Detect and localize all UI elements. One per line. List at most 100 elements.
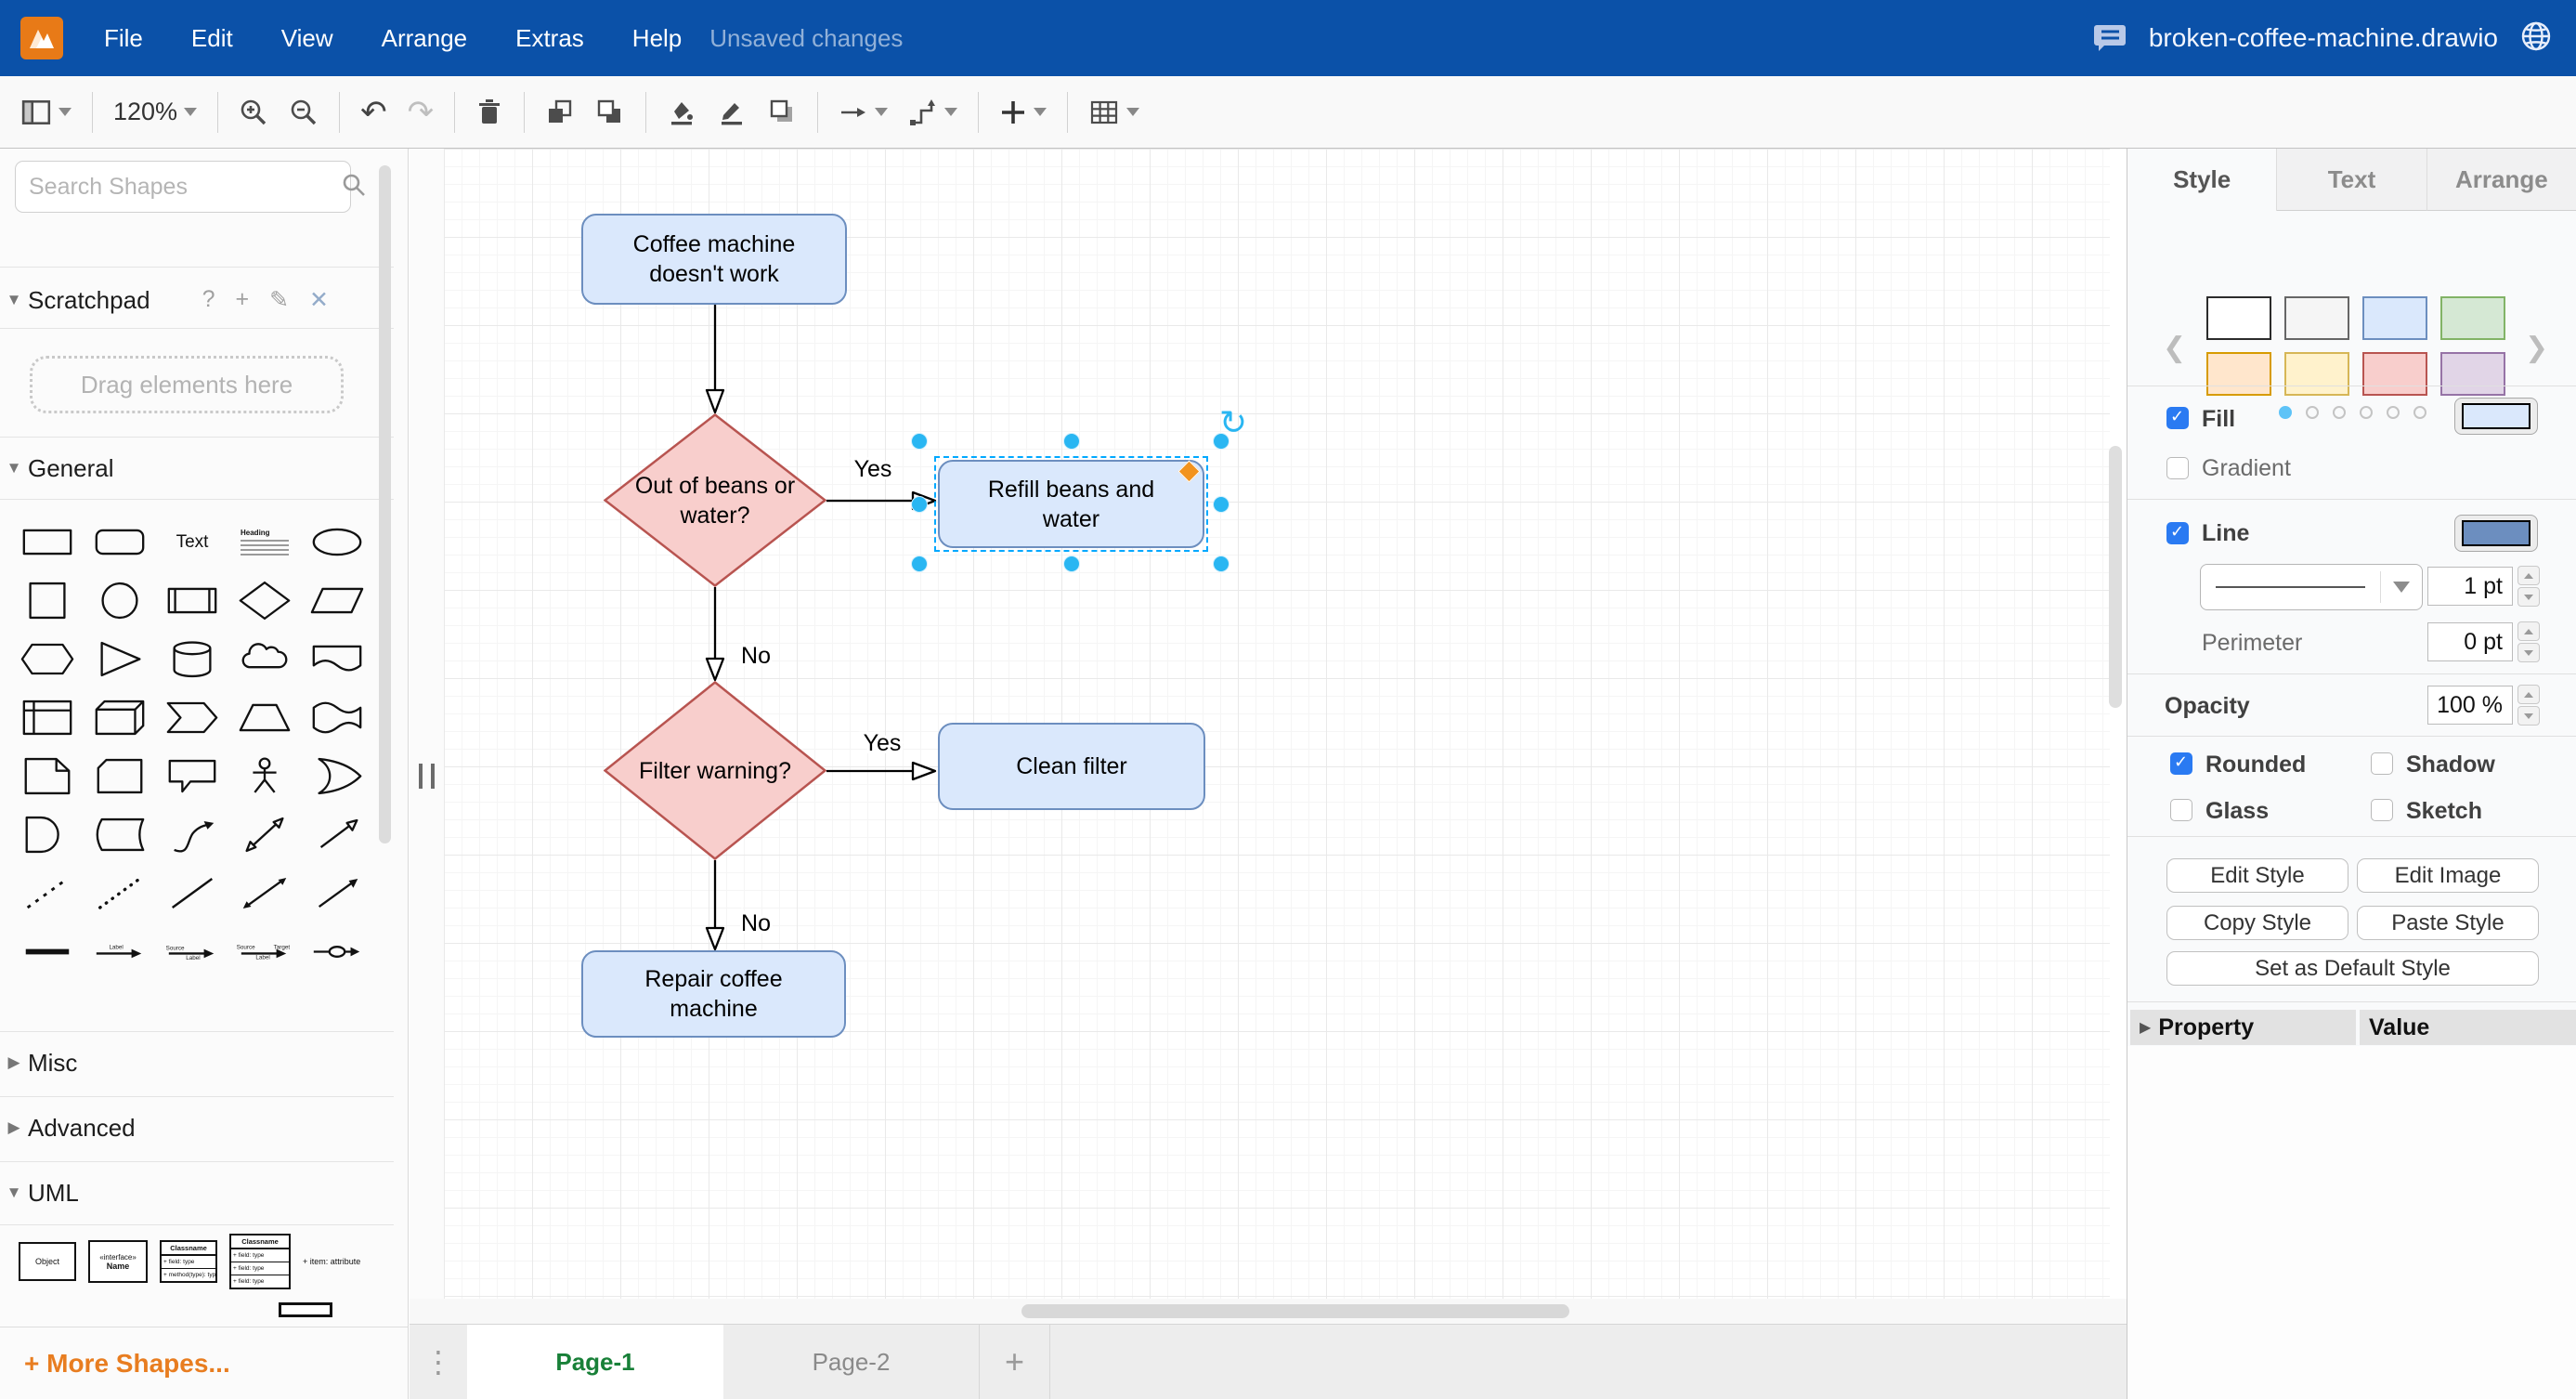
style-preset-5[interactable] — [2206, 352, 2271, 396]
document-filename[interactable]: broken-coffee-machine.drawio — [2148, 23, 2498, 52]
zoom-in-button[interactable] — [235, 94, 272, 131]
node-beans[interactable]: Out of beans or water? — [604, 413, 826, 587]
selection-handle[interactable] — [911, 433, 928, 450]
shape-connector-symbol[interactable] — [301, 922, 373, 981]
shape-internal-storage[interactable] — [11, 688, 84, 747]
uml-interface[interactable]: «interface»Name — [88, 1240, 148, 1283]
zoom-level-dropdown[interactable]: 120% — [110, 94, 201, 130]
style-preset-1[interactable] — [2206, 296, 2271, 340]
shape-callout[interactable] — [156, 747, 228, 805]
uml-object[interactable]: Object — [19, 1242, 76, 1281]
search-icon[interactable] — [341, 172, 367, 203]
shape-cloud[interactable] — [228, 630, 301, 688]
redo-button[interactable]: ↷ — [407, 94, 435, 130]
scratchpad-help-icon[interactable]: ? — [202, 286, 215, 312]
shadow-button[interactable] — [763, 94, 800, 131]
zoom-out-button[interactable] — [285, 94, 322, 131]
swatch-page-dot-6[interactable] — [2413, 406, 2426, 419]
uml-class2[interactable]: Classname+ field: type+ field: type+ fie… — [229, 1234, 291, 1289]
shape-square[interactable] — [11, 571, 84, 630]
shape-document[interactable] — [301, 630, 373, 688]
fill-color-swatch[interactable] — [2454, 398, 2538, 435]
selection-handle[interactable] — [1213, 495, 1229, 513]
shape-cylinder[interactable] — [156, 630, 228, 688]
to-front-button[interactable] — [541, 94, 579, 131]
copy-style-button[interactable]: Copy Style — [2166, 906, 2348, 940]
shape-dashed-line[interactable] — [11, 864, 84, 922]
page-tab-page-1[interactable]: Page-1 — [467, 1325, 723, 1399]
line-color-swatch[interactable] — [2454, 515, 2538, 552]
swatch-page-dot-1[interactable] — [2278, 406, 2292, 419]
search-shapes-input[interactable] — [16, 173, 341, 201]
menu-file[interactable]: File — [104, 23, 143, 52]
style-preset-4[interactable] — [2440, 296, 2505, 340]
node-refill[interactable]: Refill beans and water — [938, 460, 1204, 548]
menu-help[interactable]: Help — [631, 23, 683, 52]
shape-curve[interactable] — [156, 805, 228, 864]
shape-circle[interactable] — [84, 571, 156, 630]
selection-handle[interactable] — [1062, 556, 1080, 572]
edge-label-yes[interactable]: Yes — [861, 727, 904, 759]
line-style-dropdown[interactable] — [2200, 564, 2423, 610]
opacity-field[interactable]: 100 % — [2427, 686, 2513, 725]
shape-actor[interactable] — [228, 747, 301, 805]
shape-arrow[interactable] — [301, 805, 373, 864]
uml-class[interactable]: Classname+ field: type+ method(type): ty… — [160, 1240, 217, 1283]
shape-text[interactable]: Text — [176, 531, 209, 552]
property-column-header[interactable]: ▶ Property — [2130, 1010, 2356, 1045]
menu-extras[interactable]: Extras — [515, 23, 584, 52]
swatch-page-dot-2[interactable] — [2305, 406, 2319, 419]
perimeter-field[interactable]: 0 pt — [2427, 622, 2513, 661]
section-uml[interactable]: ▼ UML — [0, 1169, 394, 1217]
shape-note[interactable] — [11, 747, 84, 805]
shape-parallelogram[interactable] — [301, 571, 373, 630]
node-repair[interactable]: Repair coffee machine — [581, 950, 846, 1038]
scratchpad-edit-icon[interactable]: ✎ — [269, 287, 290, 313]
edge-label-no[interactable]: No — [738, 908, 774, 939]
shape-data-storage[interactable] — [84, 805, 156, 864]
tab-style[interactable]: Style — [2127, 149, 2278, 211]
opacity-stepper[interactable] — [2517, 685, 2540, 726]
line-width-stepper[interactable] — [2517, 566, 2540, 607]
chevron-left-icon[interactable]: ❮ — [2163, 333, 2187, 363]
swatch-page-dot-3[interactable] — [2332, 406, 2346, 419]
insert-button[interactable] — [995, 95, 1050, 130]
style-preset-2[interactable] — [2284, 296, 2349, 340]
scratchpad-dropzone[interactable]: Drag elements here — [30, 356, 344, 413]
selection-handle[interactable] — [1213, 433, 1229, 450]
menu-view[interactable]: View — [280, 23, 333, 52]
more-shapes-button[interactable]: + More Shapes... — [0, 1327, 408, 1399]
shape-directional-connector[interactable] — [301, 864, 373, 922]
shape-bidirectional-connector[interactable] — [228, 864, 301, 922]
shape-step[interactable] — [156, 688, 228, 747]
tab-arrange[interactable]: Arrange — [2426, 149, 2576, 211]
set-default-style-button[interactable]: Set as Default Style — [2166, 951, 2539, 986]
line-color-button[interactable] — [713, 94, 750, 131]
style-preset-7[interactable] — [2362, 352, 2427, 396]
menu-arrange[interactable]: Arrange — [381, 23, 468, 52]
swatch-page-dot-5[interactable] — [2386, 406, 2400, 419]
chevron-right-icon[interactable]: ❯ — [2525, 333, 2549, 363]
table-button[interactable] — [1085, 94, 1143, 131]
shadow-checkbox[interactable] — [2371, 752, 2393, 775]
horizontal-scrollbar[interactable] — [1021, 1304, 1569, 1318]
edge-label-yes[interactable]: Yes — [852, 453, 895, 485]
add-page-button[interactable]: + — [980, 1325, 1050, 1399]
shape-hexagon[interactable] — [11, 630, 84, 688]
comments-icon[interactable] — [2091, 18, 2128, 59]
shape-tape[interactable] — [301, 688, 373, 747]
page-tab-page-2[interactable]: Page-2 — [723, 1325, 980, 1399]
paste-style-button[interactable]: Paste Style — [2357, 906, 2539, 940]
vertical-scrollbar[interactable] — [2109, 446, 2122, 708]
line-width-field[interactable]: 1 pt — [2427, 567, 2513, 606]
shape-triangle[interactable] — [84, 630, 156, 688]
sidebar-scrollbar[interactable] — [379, 165, 391, 843]
shape-cube[interactable] — [84, 688, 156, 747]
value-column-header[interactable]: Value — [2360, 1010, 2576, 1045]
node-start[interactable]: Coffee machine doesn't work — [581, 214, 847, 305]
pages-menu-button[interactable]: ⋮ — [423, 1345, 453, 1379]
shape-rounded-rectangle[interactable] — [84, 513, 156, 571]
perimeter-stepper[interactable] — [2517, 621, 2540, 662]
